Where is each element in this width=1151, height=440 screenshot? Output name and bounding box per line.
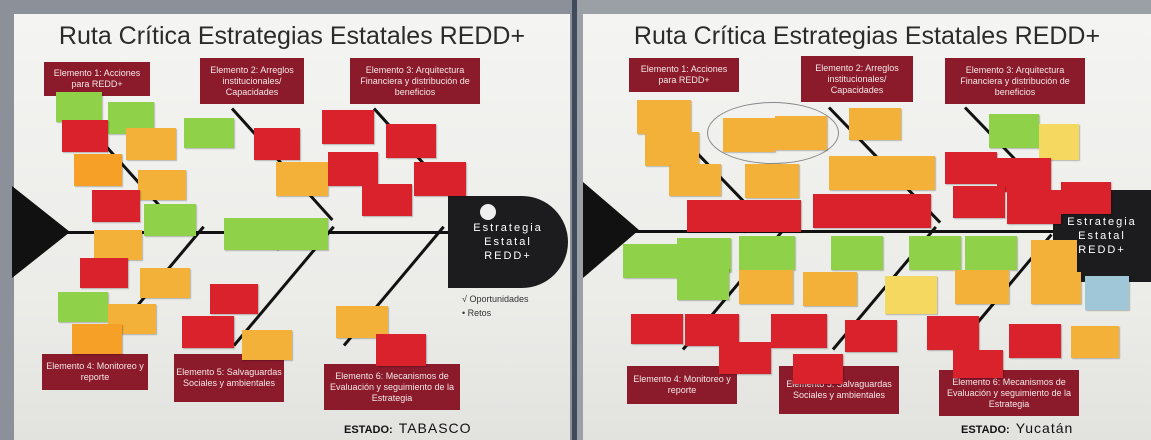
sticky-note [989,114,1039,148]
element-1-box: Elemento 1: Acciones para REDD+ [44,62,150,96]
sticky-note [645,132,699,166]
sticky-note [945,152,997,184]
photo-yucatan: Ruta Crítica Estrategias Estatales REDD+… [577,0,1151,440]
element-4-box: Elemento 4: Monitoreo y reporte [42,354,148,390]
sticky-note [138,170,186,200]
sticky-note [927,316,979,350]
sticky-note [58,292,108,322]
estado-value: Yucatán [1015,420,1074,436]
element-2-box: Elemento 2: Arreglos institucionales/ Ca… [200,58,304,104]
poster-title: Ruta Crítica Estrategias Estatales REDD+ [58,22,526,50]
sticky-note [322,110,374,144]
sticky-note [669,164,721,196]
element-4-box: Elemento 4: Monitoreo y reporte [627,366,737,404]
sticky-note [849,108,901,140]
sticky-note [224,218,278,250]
sticky-note [94,230,142,260]
sticky-note [677,268,729,300]
sticky-note [775,116,827,150]
sticky-note [182,316,234,348]
circled-group [707,102,839,164]
sticky-note [242,330,292,360]
sticky-note [687,200,745,232]
poster-sheet: Ruta Crítica Estrategias Estatales REDD+… [12,14,570,440]
sticky-note [881,156,935,190]
sticky-note [739,236,795,270]
sticky-note [328,152,378,186]
sticky-note [276,218,328,250]
sticky-note [210,284,258,314]
sticky-note [739,270,793,304]
estado-label: ESTADO:Yucatán [961,420,1074,436]
sticky-note [1071,326,1119,358]
sticky-note [276,162,328,196]
sticky-note [719,342,771,374]
sticky-note [80,258,128,288]
poster-title: Ruta Crítica Estrategias Estatales REDD+ [633,22,1101,50]
sticky-note [955,270,1009,304]
sticky-note [74,154,122,186]
sticky-note [845,320,897,352]
sticky-note [953,350,1003,378]
sticky-note [1085,276,1129,310]
sticky-note [1031,240,1077,274]
poster-sheet: Ruta Crítica Estrategias Estatales REDD+… [583,14,1151,440]
element-3-box: Elemento 3: Arquitectura Financiera y di… [945,58,1085,104]
sticky-note [997,158,1051,192]
sticky-note [885,276,937,314]
estado-value: TABASCO [398,420,472,436]
element-2-box: Elemento 2: Arreglos institucionales/ Ca… [801,56,913,102]
sticky-note [336,306,388,338]
sticky-note [386,124,436,158]
sticky-note [1061,182,1111,214]
sticky-note [56,92,102,122]
sticky-note [793,354,843,384]
sticky-note [871,194,931,228]
sticky-note [803,272,857,306]
sticky-note [831,236,883,270]
estado-label: ESTADO:TABASCO [344,420,472,436]
fish-tail [12,186,70,278]
sticky-note [677,238,731,272]
sticky-note [254,128,300,160]
sticky-note [685,314,739,346]
sticky-note [965,236,1017,270]
element-6-box: Elemento 6: Mecanismos de Evaluación y s… [324,364,460,410]
sticky-note [140,268,190,298]
sticky-note [953,186,1005,218]
legend: √ Oportunidades • Retos [462,294,529,318]
sticky-note [376,334,426,366]
sticky-note [745,164,799,198]
sticky-note [1039,124,1079,160]
sticky-note [771,314,827,348]
sticky-note [144,204,196,236]
sticky-note [743,200,801,232]
sticky-note [62,120,108,152]
element-3-box: Elemento 3: Arquitectura Financiera y di… [350,58,480,104]
sticky-note [184,118,234,148]
sticky-note [92,190,140,222]
sticky-note [362,184,412,216]
sticky-note [126,128,176,160]
sticky-note [637,100,691,134]
sticky-note [1031,272,1081,304]
sticky-note [414,162,466,196]
sticky-note [623,244,677,278]
fish-spine [635,230,1065,233]
photo-tabasco: Ruta Crítica Estrategias Estatales REDD+… [0,0,572,440]
sticky-note [829,156,881,190]
element-5-box: Elemento 5: Salvaguardas Sociales y ambi… [174,354,284,402]
fish-head: Estrategia Estatal REDD+ [448,196,568,288]
sticky-note [813,194,871,228]
sticky-note [909,236,961,270]
sticky-note [631,314,683,344]
element-1-box: Elemento 1: Acciones para REDD+ [629,58,739,92]
sticky-note [1007,190,1061,224]
sticky-note [1009,324,1061,358]
sticky-note [72,324,122,354]
sticky-note [723,118,775,152]
